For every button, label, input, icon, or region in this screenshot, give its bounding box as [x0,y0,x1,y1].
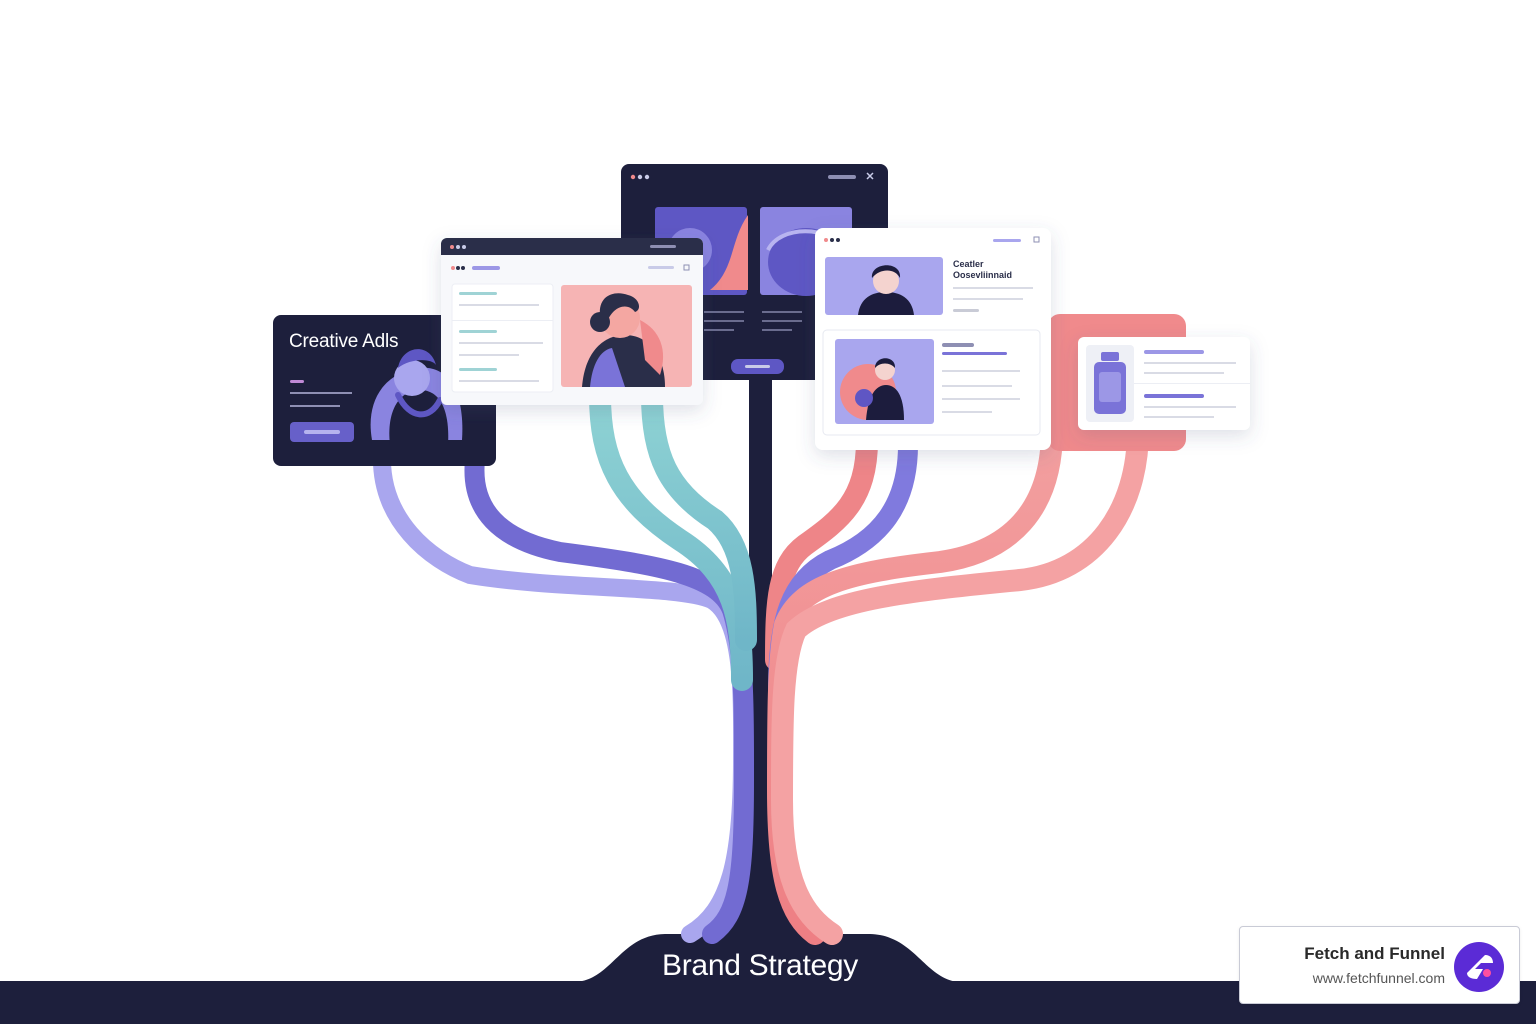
brand-badge[interactable]: Fetch and Funnel www.fetchfunnel.com [1239,926,1520,1004]
branch-coral-mid [766,419,1063,945]
right-profile-window [815,228,1051,450]
brand-url[interactable]: www.fetchfunnel.com [1312,970,1445,986]
root-mound [575,934,960,982]
creative-ads-card [273,315,496,466]
trunk [722,360,800,934]
woman-illustration [582,293,665,387]
brand-logo-icon [1454,942,1504,992]
left-light-window [441,238,703,405]
bottle-icon [1094,352,1126,414]
person-illustration [370,349,463,445]
profile-card-caption: Ceatler Oosevliinnaid [953,259,1013,280]
branch-teal-right [641,384,757,651]
person-with-globe-illustration [840,358,904,420]
brand-name: Fetch and Funnel [1304,944,1445,963]
product-card [1078,337,1250,430]
branch-left-inner [464,450,755,944]
root-label: Brand Strategy [662,949,858,982]
branch-coral-outer [770,419,1149,945]
man-illustration [858,265,914,315]
close-icon [866,172,874,180]
branch-left-outer [372,446,752,943]
creative-ads-title: Creative Adls [289,331,399,352]
